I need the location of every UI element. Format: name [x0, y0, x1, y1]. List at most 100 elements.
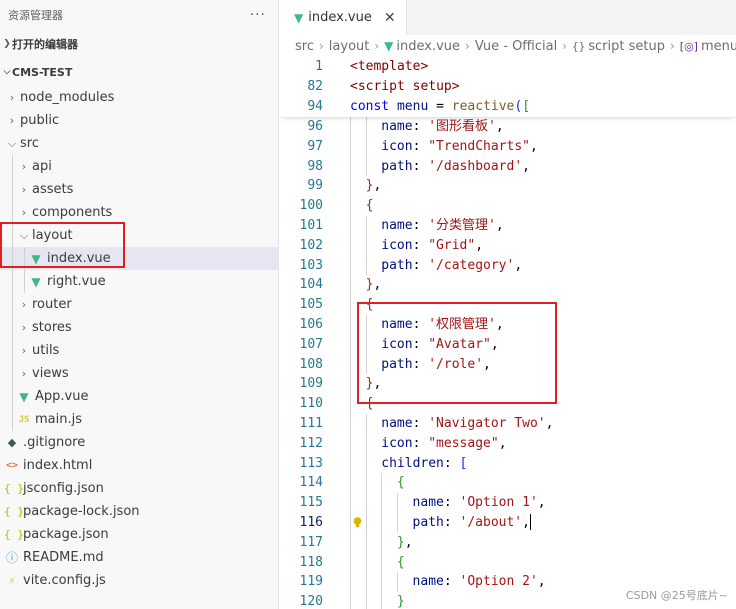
indent-guide	[365, 354, 367, 375]
breadcrumb-separator-icon: ›	[562, 39, 568, 53]
code-text: name: 'Navigator Two',	[381, 414, 553, 434]
close-icon[interactable]: ✕	[383, 9, 396, 26]
tree-item-label: public	[20, 113, 60, 128]
indent-guide	[365, 572, 367, 593]
tree-folder[interactable]: ⌵src	[0, 132, 278, 155]
tree-item-label: main.js	[35, 412, 82, 427]
code-line[interactable]: 104},	[280, 275, 736, 296]
chevron-down-icon: ⌵	[3, 67, 11, 77]
tree-folder[interactable]: ›public	[0, 109, 278, 132]
code-line[interactable]: 114{	[280, 473, 736, 494]
indent-guide	[381, 552, 383, 573]
tree-folder[interactable]: ›views	[0, 362, 278, 385]
code-line[interactable]: 120}	[280, 592, 736, 609]
indent-guide	[12, 224, 13, 247]
line-number: 113	[299, 455, 323, 471]
tree-file[interactable]: <>index.html	[0, 454, 278, 477]
code-text: <template>	[350, 57, 428, 77]
line-number: 102	[299, 237, 323, 253]
tree-folder[interactable]: ›router	[0, 293, 278, 316]
code-text: name: 'Option 2',	[413, 572, 546, 592]
indent-guide	[350, 136, 351, 157]
code-text: const menu = reactive([	[350, 97, 530, 117]
tree-item-label: index.vue	[47, 251, 111, 266]
tree-file[interactable]: ▼right.vue	[0, 270, 278, 293]
indent-guide	[365, 117, 367, 137]
code-token: ,	[373, 178, 382, 194]
lightbulb-icon[interactable]	[353, 517, 362, 528]
tree-folder[interactable]: ›node_modules	[0, 86, 278, 109]
tree-file[interactable]: ⚡vite.config.js	[0, 569, 278, 592]
tree-file[interactable]: ◆.gitignore	[0, 431, 278, 454]
more-actions-icon[interactable]: ···	[249, 7, 266, 23]
project-section[interactable]: ⌵ CMS-TEST	[0, 58, 278, 86]
line-number: 104	[299, 277, 323, 293]
code-line[interactable]: 109},	[280, 374, 736, 395]
code-text: name: '分类管理',	[381, 216, 503, 236]
code-line[interactable]: 118{	[280, 552, 736, 573]
code-line[interactable]: 100{	[280, 196, 736, 216]
tree-folder[interactable]: ⌵layout	[0, 224, 278, 247]
breadcrumb-menu[interactable]: menu	[700, 38, 736, 54]
code-token: ,	[483, 356, 491, 372]
breadcrumb-src[interactable]: src	[295, 38, 314, 54]
tab-index-vue[interactable]: ▼ index.vue ✕	[280, 0, 407, 35]
code-token: '/dashboard'	[428, 158, 523, 174]
breadcrumb-script-setup[interactable]: script setup	[588, 38, 665, 54]
open-editors-section[interactable]: ❯ 打开的编辑器	[0, 30, 278, 58]
code-line[interactable]: 82<script setup>	[280, 77, 736, 97]
code-token: '图形看板'	[428, 119, 496, 134]
tree-file[interactable]: { }package.json	[0, 523, 278, 546]
indent-guide	[365, 235, 367, 256]
code-text: icon: "message",	[381, 434, 506, 454]
breadcrumb-language[interactable]: Vue - Official	[474, 38, 558, 54]
code-token: ,	[404, 534, 413, 550]
indent-guide	[350, 473, 351, 494]
line-number: 120	[299, 594, 323, 609]
code-line[interactable]: 1<template>	[280, 57, 736, 77]
tree-folder[interactable]: ›stores	[0, 316, 278, 339]
tree-file[interactable]: { }jsconfig.json	[0, 477, 278, 500]
tree-file[interactable]: ▼App.vue	[0, 385, 278, 408]
tree-folder[interactable]: ›components	[0, 201, 278, 224]
tree-folder[interactable]: ›assets	[0, 178, 278, 201]
code-line[interactable]: 99},	[280, 176, 736, 197]
code-token: :	[412, 356, 429, 372]
code-token: icon	[381, 237, 413, 253]
code-token: :	[412, 138, 429, 154]
tree-folder[interactable]: ›api	[0, 155, 278, 178]
tree-item-label: assets	[32, 182, 74, 197]
code-text: {	[366, 295, 374, 315]
code-line[interactable]: 117},	[280, 532, 736, 553]
code-line[interactable]: 105{	[280, 295, 736, 315]
tab-label: index.vue	[308, 10, 372, 25]
tree-file[interactable]: { }package-lock.json	[0, 500, 278, 523]
tree-file[interactable]: ▼index.vue	[0, 247, 278, 270]
indent-guide	[12, 270, 13, 293]
breadcrumb-file[interactable]: index.vue	[396, 38, 461, 54]
code-token: :	[443, 574, 460, 590]
breadcrumb-layout[interactable]: layout	[328, 38, 370, 54]
tree-item-label: index.html	[23, 458, 93, 473]
tree-folder[interactable]: ›utils	[0, 339, 278, 362]
